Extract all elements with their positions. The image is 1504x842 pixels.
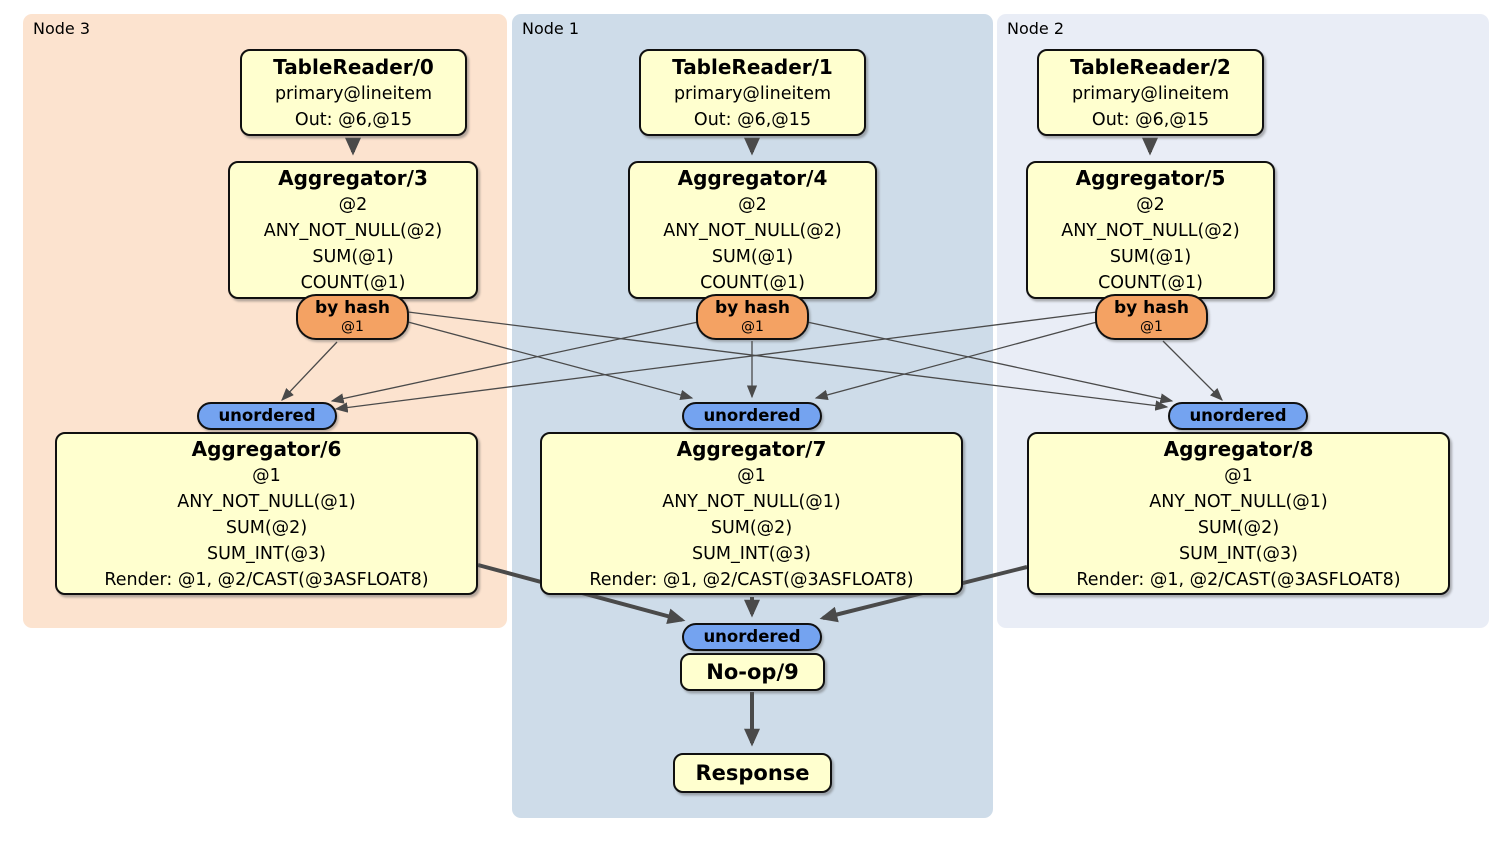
sync-unordered-node1: unordered [682,402,822,430]
router-detail: @1 [341,319,364,335]
processor-detail: ANY_NOT_NULL(@2) [263,221,443,241]
processor-detail: ANY_NOT_NULL(@1) [177,491,356,512]
processor-aggregator-3: Aggregator/3 @2 ANY_NOT_NULL(@2) SUM(@1)… [228,161,478,299]
processor-detail: @1 [1224,465,1253,486]
node-panel-label: Node 1 [522,19,580,38]
processor-title: Aggregator/3 [278,166,428,190]
processor-title: Aggregator/5 [1075,166,1226,190]
processor-detail: SUM_INT(@3) [1179,543,1298,564]
processor-noop-9: No-op/9 [680,653,825,691]
processor-detail: @2 [1136,195,1165,215]
processor-aggregator-7: Aggregator/7 @1 ANY_NOT_NULL(@1) SUM(@2)… [540,432,963,595]
router-by-hash-node2: by hash @1 [1095,294,1208,340]
processor-detail: @1 [252,465,281,486]
processor-detail: primary@lineitem [1071,83,1230,104]
processor-tablereader-2: TableReader/2 primary@lineitem Out: @6,@… [1037,49,1264,136]
processor-title: Aggregator/7 [676,436,827,461]
processor-detail: @1 [737,465,766,486]
sync-unordered-node3: unordered [197,402,337,430]
processor-detail: @2 [338,195,368,215]
processor-title: Response [695,761,810,785]
sync-unordered-node2: unordered [1168,402,1308,430]
processor-aggregator-8: Aggregator/8 @1 ANY_NOT_NULL(@1) SUM(@2)… [1027,432,1450,595]
processor-title: Aggregator/6 [191,436,342,461]
processor-detail: SUM(@2) [1197,517,1280,538]
processor-detail: COUNT(@1) [700,273,805,293]
processor-title: Aggregator/8 [1163,436,1314,461]
processor-detail: COUNT(@1) [300,273,406,293]
processor-title: TableReader/1 [672,54,833,79]
processor-detail: COUNT(@1) [1098,273,1203,293]
router-by-hash-node3: by hash @1 [296,294,409,340]
processor-detail: SUM_INT(@3) [692,543,811,564]
processor-detail: primary@lineitem [673,83,832,104]
processor-title: Aggregator/4 [677,166,828,190]
router-detail: @1 [741,319,764,335]
processor-title: TableReader/2 [1070,54,1231,79]
processor-detail: SUM(@2) [710,517,793,538]
processor-detail: SUM_INT(@3) [207,543,326,564]
processor-detail: Render: @1, @2/CAST(@3ASFLOAT8) [589,569,914,590]
processor-tablereader-0: TableReader/0 primary@lineitem Out: @6,@… [240,49,467,136]
processor-response: Response [673,753,832,793]
processor-detail: @2 [738,195,767,215]
processor-detail: primary@lineitem [274,83,433,104]
processor-aggregator-6: Aggregator/6 @1 ANY_NOT_NULL(@1) SUM(@2)… [55,432,478,595]
processor-detail: Render: @1, @2/CAST(@3ASFLOAT8) [1076,569,1401,590]
processor-detail: SUM(@2) [225,517,308,538]
processor-detail: Out: @6,@15 [1091,109,1210,130]
processor-detail: ANY_NOT_NULL(@1) [1149,491,1328,512]
router-detail: @1 [1140,319,1163,335]
processor-detail: ANY_NOT_NULL(@2) [663,221,842,241]
processor-detail: SUM(@1) [312,247,394,267]
router-title: by hash [1114,298,1189,318]
processor-aggregator-5: Aggregator/5 @2 ANY_NOT_NULL(@2) SUM(@1)… [1026,161,1275,299]
processor-detail: SUM(@1) [1109,247,1192,267]
node-panel-label: Node 3 [33,19,91,38]
processor-detail: Out: @6,@15 [294,109,413,130]
sync-unordered-output: unordered [682,623,822,651]
router-title: by hash [715,298,790,318]
processor-tablereader-1: TableReader/1 primary@lineitem Out: @6,@… [639,49,866,136]
processor-title: No-op/9 [706,660,799,684]
node-panel-label: Node 2 [1007,19,1065,38]
processor-detail: Out: @6,@15 [693,109,812,130]
processor-detail: ANY_NOT_NULL(@2) [1061,221,1240,241]
processor-detail: Render: @1, @2/CAST(@3ASFLOAT8) [104,569,429,590]
router-title: by hash [315,298,390,318]
processor-detail: ANY_NOT_NULL(@1) [662,491,841,512]
processor-aggregator-4: Aggregator/4 @2 ANY_NOT_NULL(@2) SUM(@1)… [628,161,877,299]
processor-detail: SUM(@1) [711,247,794,267]
router-by-hash-node1: by hash @1 [696,294,809,340]
processor-title: TableReader/0 [273,54,434,79]
